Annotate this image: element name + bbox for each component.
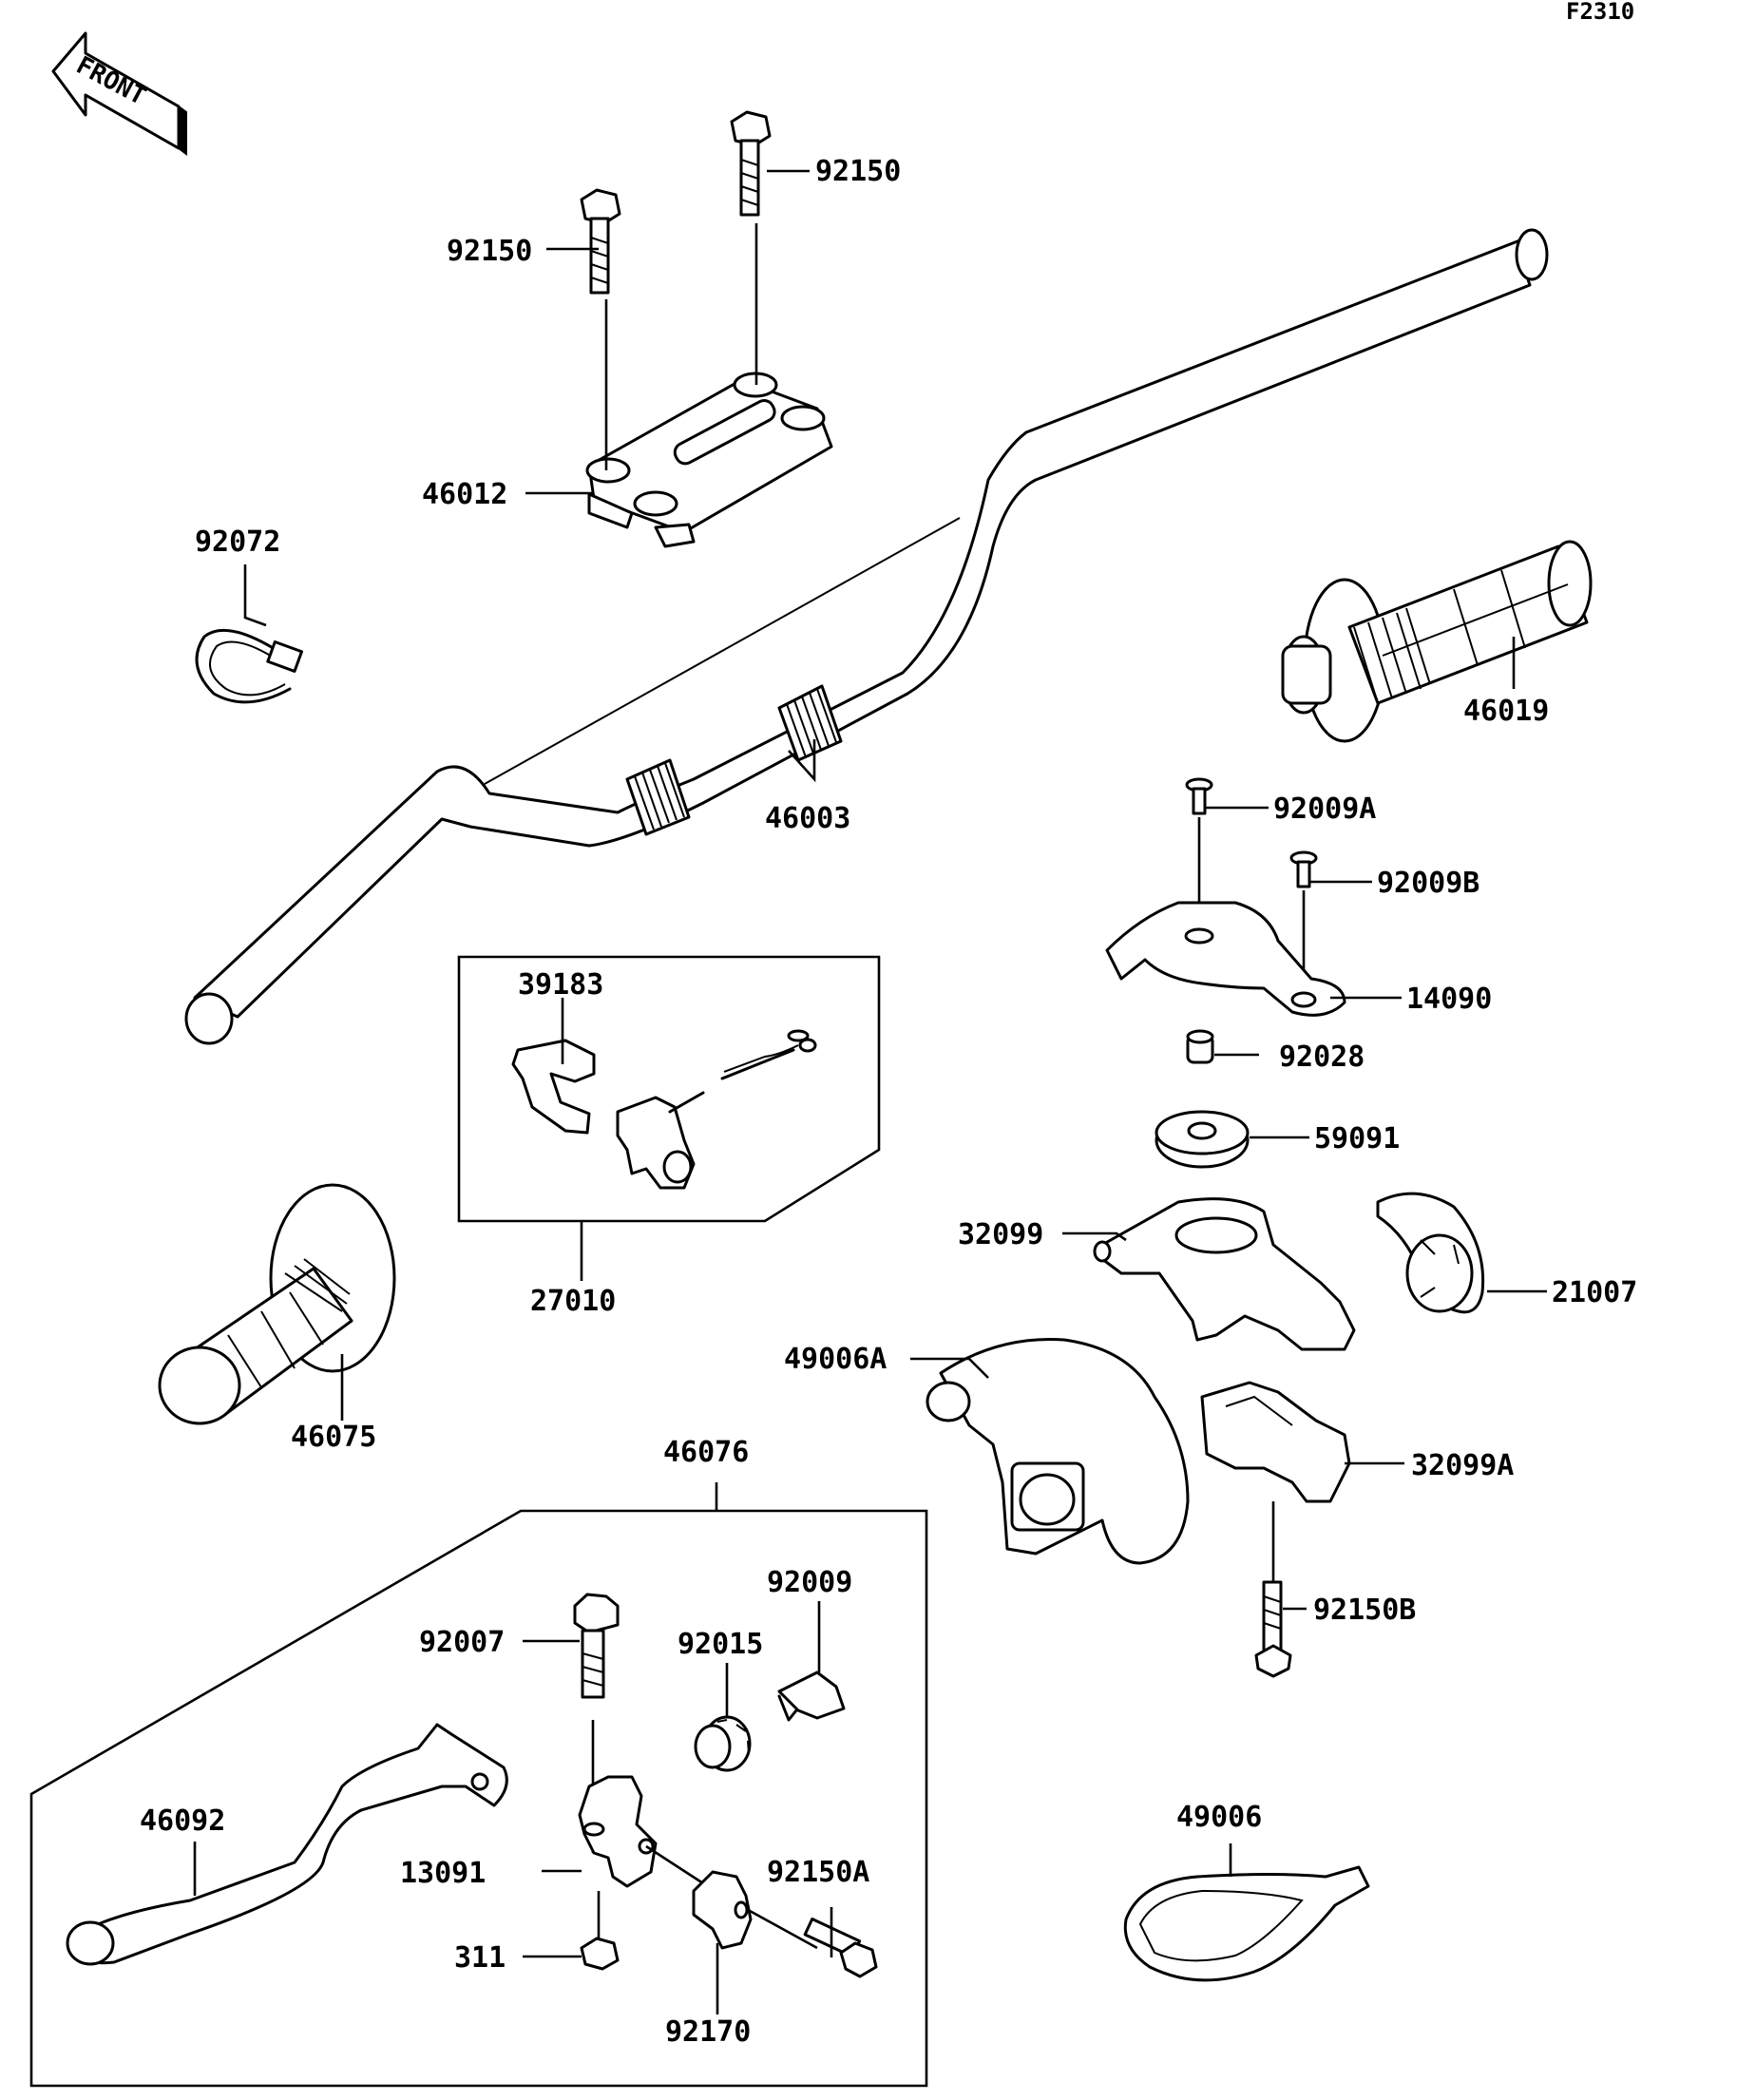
grip-46019 [1281,540,1593,743]
handlebar-46003 [184,228,1549,1045]
leader-lines [193,169,1547,2014]
label-92072: 92072 [195,525,280,559]
label-92150-left: 92150 [447,235,532,268]
bolt-92150-left [580,188,621,295]
pulley-59091 [1155,1110,1250,1169]
screw-92009a [1185,777,1213,815]
lever-assembly-frame [29,1509,928,2088]
label-92150a: 92150A [767,1856,869,1889]
collar-92028 [1186,1029,1214,1064]
nut-311 [580,1937,620,1971]
switch-kit-frame [457,955,881,1223]
label-92015: 92015 [678,1628,763,1661]
label-92150-right: 92150 [815,155,901,188]
label-92009: 92009 [767,1566,852,1599]
label-92007: 92007 [419,1626,505,1659]
bracket-13091 [578,1775,658,1888]
label-59091: 59091 [1314,1122,1400,1155]
knob-92015 [694,1715,752,1772]
label-46003: 46003 [765,802,850,835]
label-46075: 46075 [291,1421,376,1454]
front-arrow-icon: FRONT [51,31,187,156]
label-46092: 46092 [140,1804,225,1838]
label-92009a: 92009A [1273,792,1376,826]
label-92170: 92170 [665,2015,751,2049]
switch-unit [616,1029,817,1190]
label-21007: 21007 [1552,1276,1637,1309]
cover-14090 [1105,901,1346,1017]
cover-21007 [1376,1192,1485,1314]
label-14090: 14090 [1406,983,1492,1016]
label-92028: 92028 [1279,1040,1365,1074]
bolt-92150b [1254,1580,1292,1678]
bracket-39183 [511,1039,596,1135]
housing-32099 [1093,1197,1356,1351]
label-46019: 46019 [1463,695,1549,728]
holder-46012 [585,372,833,548]
lever-46092 [66,1723,508,1966]
clamp-92072 [195,628,304,704]
part-labels: 92150 92150 46012 92072 46003 46019 9200… [140,155,1637,2049]
label-39183: 39183 [518,968,603,1002]
bulb-49006 [1123,1865,1370,1982]
clamp-92170 [692,1870,753,1950]
label-92150b: 92150B [1313,1594,1416,1627]
label-92009b: 92009B [1377,867,1479,900]
adjuster-92009 [777,1670,846,1722]
screw-92009b [1289,850,1318,888]
label-13091: 13091 [400,1857,486,1890]
label-311: 311 [454,1941,506,1975]
label-46076: 46076 [663,1436,749,1469]
grip-46075 [158,1183,396,1425]
label-32099: 32099 [958,1218,1043,1251]
label-27010: 27010 [530,1285,616,1318]
bolt-92007 [573,1593,620,1699]
label-49006a: 49006A [784,1343,887,1376]
bolt-92150-right [730,110,772,217]
label-49006: 49006 [1176,1801,1262,1834]
label-46012: 46012 [422,478,507,511]
housing-32099a [1200,1381,1351,1503]
throttle-housing-49006a [926,1337,1190,1565]
label-32099a: 32099A [1411,1449,1514,1482]
figure-code: F2310 [1566,0,1634,25]
